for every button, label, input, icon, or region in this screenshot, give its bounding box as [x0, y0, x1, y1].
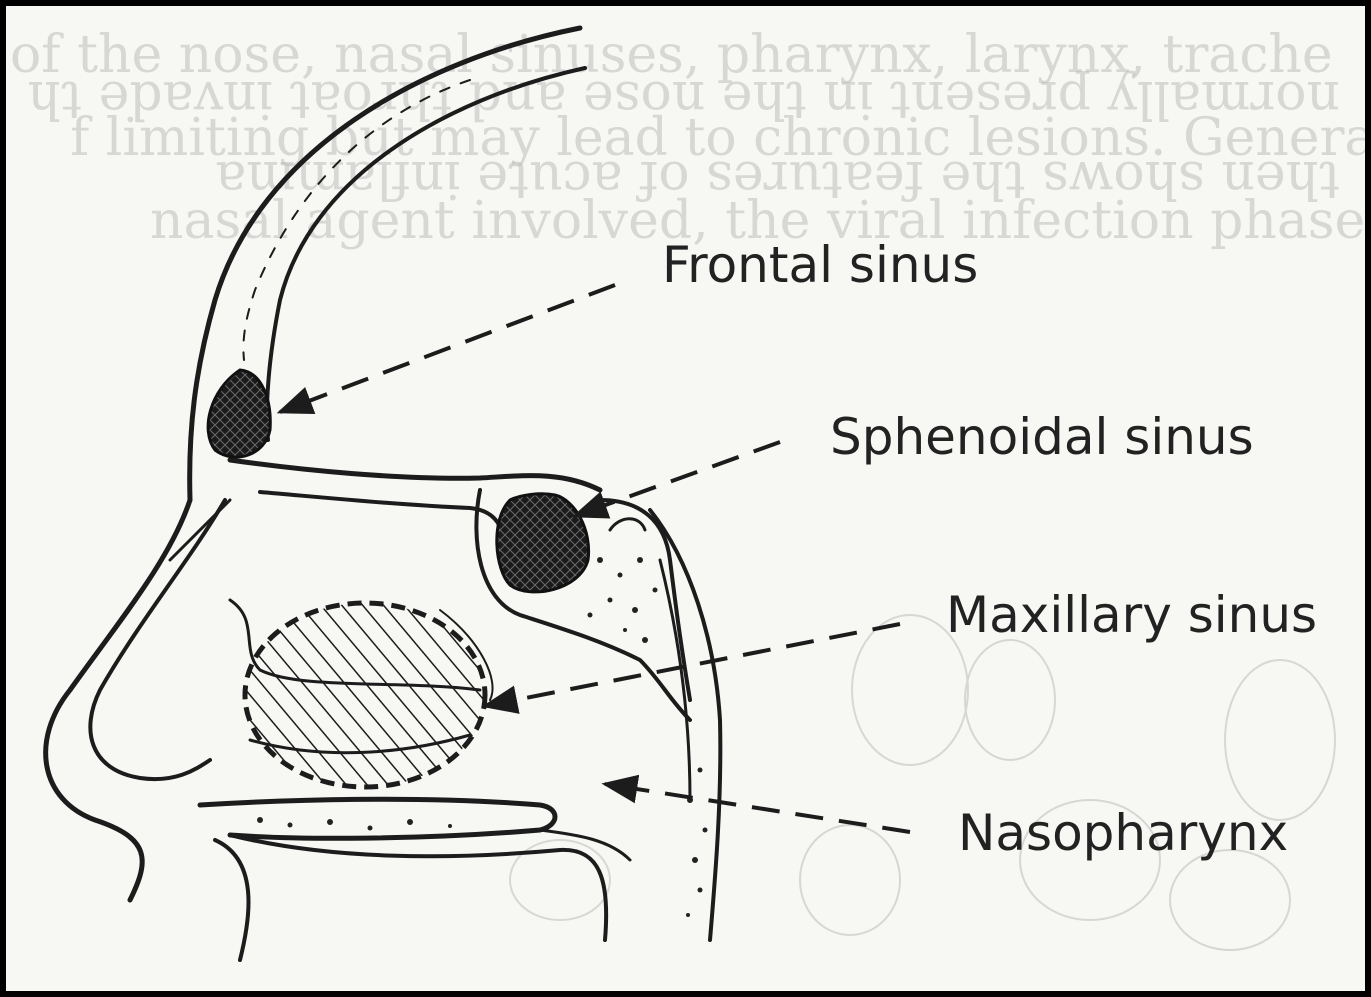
background-tissue-pattern	[510, 615, 1335, 950]
face-profile	[46, 500, 225, 900]
sphenoidal-sinus-shape	[497, 494, 589, 592]
hard-palate	[200, 799, 630, 960]
label-maxillary-sinus: Maxillary sinus	[946, 586, 1317, 644]
frontal-pointer	[280, 285, 615, 412]
label-sphenoidal-sinus: Sphenoidal sinus	[830, 408, 1254, 466]
nasopharynx-pointer	[605, 784, 910, 832]
maxillary-sinus-shape	[245, 603, 485, 787]
bleed-line-3: normally present in the nose and throat …	[28, 69, 1340, 129]
frontal-sinus-shape	[208, 370, 270, 457]
palate-speckles	[257, 817, 452, 831]
maxillary-pointer	[485, 624, 900, 706]
label-frontal-sinus: Frontal sinus	[662, 236, 978, 294]
sphenoidal-pointer	[575, 442, 780, 516]
bleed-through-text: of the nose, nasal sinuses, pharynx, lar…	[10, 25, 1371, 251]
label-nasopharynx: Nasopharynx	[958, 804, 1288, 862]
